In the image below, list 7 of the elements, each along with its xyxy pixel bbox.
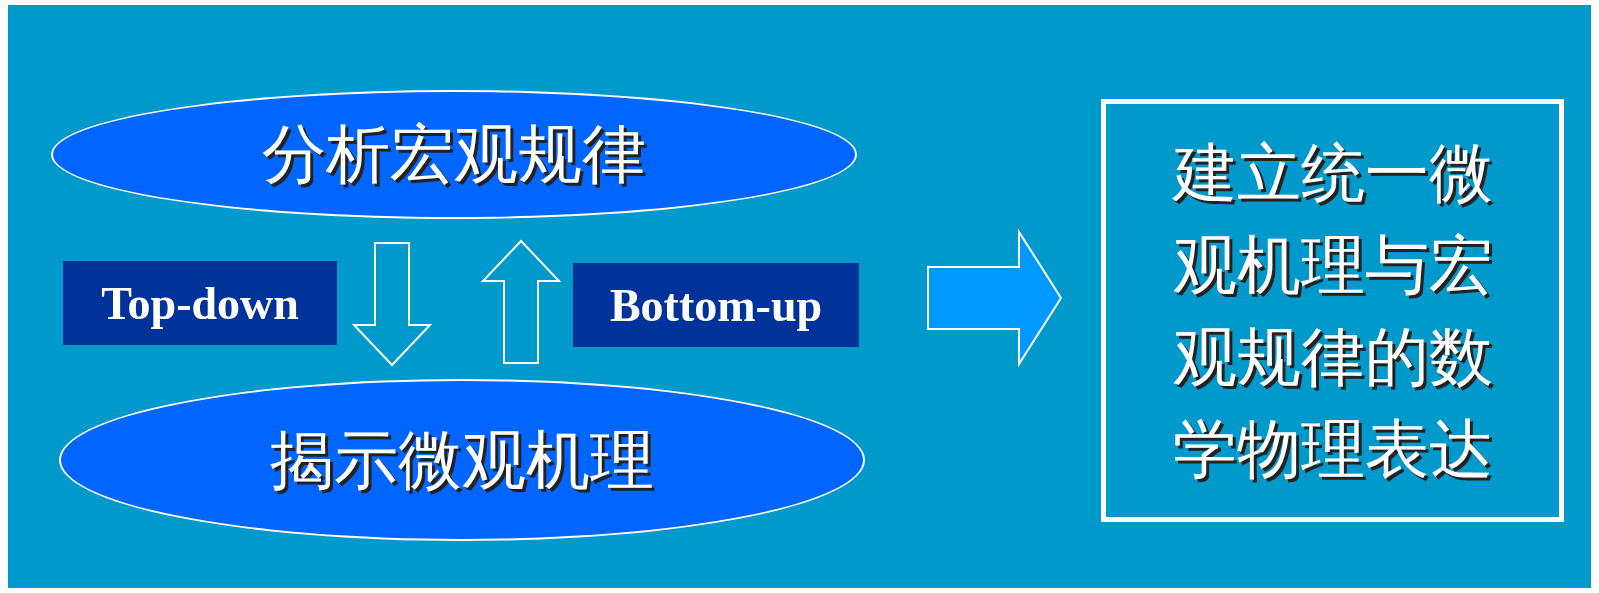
- block-arrow: [927, 228, 1063, 368]
- block-arrow: [480, 239, 562, 364]
- block-arrow: [351, 242, 433, 367]
- text-frame: [1101, 99, 1564, 522]
- label-box: Top-down: [63, 261, 337, 345]
- label-box: Bottom-up: [573, 263, 859, 347]
- statement-text: 建立统一微观机理与宏观规律的数学物理表达: [1171, 134, 1494, 488]
